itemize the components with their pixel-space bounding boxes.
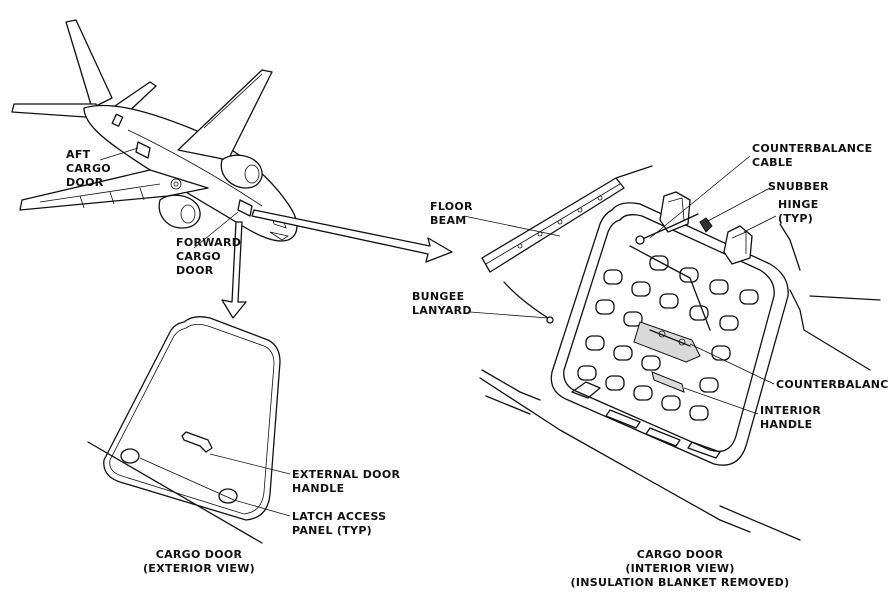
right-stringer (809, 295, 881, 301)
left-wing (19, 169, 209, 211)
cable-run (629, 245, 711, 331)
lower-rail-slot (605, 409, 641, 429)
exterior-door-outer-outline (103, 316, 281, 521)
latch-access-panel-left (120, 448, 140, 464)
label-forward-cargo-door: FORWARD CARGO DOOR (176, 236, 241, 277)
counterbalance-cable-shape (639, 213, 699, 241)
latch-access-panel-right (218, 488, 238, 504)
svg-text:PANEL (TYP): PANEL (TYP) (292, 524, 372, 537)
label-bungee-lanyard: BUNGEE LANYARD (412, 290, 472, 317)
svg-text:LANYARD: LANYARD (412, 304, 472, 317)
svg-text:FORWARD: FORWARD (176, 236, 241, 249)
right-engine-inlet (244, 164, 260, 184)
svg-text:EXTERNAL DOOR: EXTERNAL DOOR (292, 468, 400, 481)
floor-beam-end (615, 165, 653, 179)
cable-pulley (635, 235, 645, 245)
exterior-leaders (139, 453, 291, 517)
svg-text:INTERIOR: INTERIOR (760, 404, 821, 417)
forward-cargo-door-on-airplane (237, 199, 253, 217)
label-snubber: SNUBBER (768, 180, 829, 193)
nose-detail (269, 231, 290, 241)
svg-text:LATCH ACCESS: LATCH ACCESS (292, 510, 386, 523)
right-engine (220, 154, 263, 189)
right-wing (177, 69, 273, 161)
label-hinge: HINGE (TYP) (778, 198, 819, 225)
svg-text:FLOOR: FLOOR (430, 200, 473, 213)
vertical-stabilizer (65, 19, 113, 109)
svg-text:(EXTERIOR VIEW): (EXTERIOR VIEW) (143, 562, 255, 575)
floor-beam-flange (485, 183, 621, 265)
label-counterbalance: COUNTERBALANCE (776, 378, 888, 391)
caption-exterior-view: CARGO DOOR (EXTERIOR VIEW) (143, 548, 255, 575)
interior-cargo-door (479, 165, 881, 541)
snubber-shape (699, 217, 713, 233)
svg-text:CARGO: CARGO (66, 162, 111, 175)
left-wing-flap-line (39, 183, 161, 203)
svg-text:COUNTERBALANCE: COUNTERBALANCE (776, 378, 888, 391)
caption-interior-view: CARGO DOOR (INTERIOR VIEW) (INSULATION B… (571, 548, 790, 589)
exterior-cargo-door (87, 316, 281, 544)
bungee-lanyard-shape (503, 281, 549, 319)
lower-sill-line (479, 377, 751, 533)
interior-handle-shape (651, 371, 685, 393)
lower-frame-left (481, 369, 541, 401)
counterbalance-rod (649, 329, 691, 347)
hinge-right (723, 225, 753, 265)
svg-text:CARGO: CARGO (176, 250, 221, 263)
svg-text:AFT: AFT (66, 148, 91, 161)
svg-text:BUNGEE: BUNGEE (412, 290, 464, 303)
svg-text:BEAM: BEAM (430, 214, 467, 227)
svg-text:HANDLE: HANDLE (760, 418, 812, 431)
svg-text:CABLE: CABLE (752, 156, 793, 169)
door-lightening-holes (577, 255, 759, 421)
aft-passenger-door (111, 113, 124, 127)
lower-frame-left-2 (485, 395, 531, 415)
svg-text:(TYP): (TYP) (778, 212, 813, 225)
exterior-door-inner-outline (109, 324, 275, 515)
right-frame-line (789, 289, 871, 371)
interior-door-inner-frame (563, 214, 775, 453)
left-engine-inlet (180, 204, 196, 224)
svg-text:(INSULATION BLANKET REMOVED): (INSULATION BLANKET REMOVED) (571, 576, 790, 589)
wing-root-fairing-center (173, 181, 179, 187)
external-door-handle-shape (181, 431, 213, 453)
svg-text:DOOR: DOOR (176, 264, 214, 277)
window-line (127, 129, 263, 207)
right-wing-flap-line (203, 73, 263, 129)
svg-text:DOOR: DOOR (66, 176, 104, 189)
left-engine (158, 194, 201, 229)
counterbalance-mechanism (633, 321, 701, 363)
svg-text:CARGO DOOR: CARGO DOOR (637, 548, 724, 561)
svg-text:SNUBBER: SNUBBER (768, 180, 829, 193)
svg-text:CARGO DOOR: CARGO DOOR (156, 548, 243, 561)
left-wing-flap-segments (79, 187, 145, 209)
label-external-door-handle: EXTERNAL DOOR HANDLE (292, 468, 400, 495)
svg-text:HANDLE: HANDLE (292, 482, 344, 495)
label-floor-beam: FLOOR BEAM (430, 200, 473, 227)
lower-sill-line-2 (719, 505, 801, 541)
svg-text:(INTERIOR VIEW): (INTERIOR VIEW) (625, 562, 734, 575)
label-latch-access-panel: LATCH ACCESS PANEL (TYP) (292, 510, 386, 537)
svg-text:COUNTERBALANCE: COUNTERBALANCE (752, 142, 872, 155)
floor-beam-shape (481, 177, 625, 273)
wing-root-fairing (170, 178, 182, 190)
label-counterbalance-cable: COUNTERBALANCE CABLE (752, 142, 872, 169)
airplane-leaders (99, 147, 239, 249)
arrow-to-interior-view (251, 209, 453, 263)
right-frame-upper (779, 223, 801, 271)
svg-text:HINGE: HINGE (778, 198, 819, 211)
airplane-illustration (11, 19, 298, 242)
arrow-to-exterior-view (221, 221, 247, 319)
label-interior-handle: INTERIOR HANDLE (760, 404, 821, 431)
interior-leaders (463, 155, 777, 415)
label-aft-cargo-door: AFT CARGO DOOR (66, 148, 111, 189)
